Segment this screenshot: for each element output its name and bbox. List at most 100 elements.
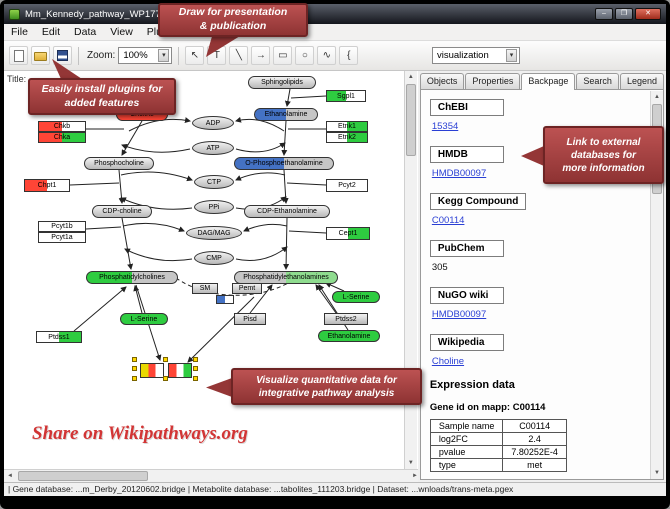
pathway-node-ethanolamine-top[interactable]: Ethanolamine <box>254 108 318 121</box>
pathway-node-pcyt1a[interactable]: Pcyt1a <box>38 232 86 243</box>
backpage-section-hmdb: HMDB HMDB00097 <box>429 144 641 179</box>
app-window: Mm_Kennedy_pathway_WP1771_45176.gpml – ❐… <box>4 4 666 496</box>
pathway-node-o-phosphoethanolamine[interactable]: O-Phosphoethanolamine <box>234 157 334 170</box>
backpage-section-nugo: NuGO wiki HMDB00097 <box>429 285 641 320</box>
rectangle-tool-button[interactable]: ▭ <box>273 46 293 65</box>
brace-tool-button[interactable]: { <box>339 46 359 65</box>
pathway-node-pcyt2[interactable]: Pcyt2 <box>326 179 368 192</box>
pathway-node-ppi[interactable]: PPi <box>194 200 234 214</box>
curve-tool-button[interactable]: ∿ <box>317 46 337 65</box>
chevron-down-icon[interactable]: ▾ <box>506 49 517 62</box>
new-pathway-button[interactable] <box>9 46 28 65</box>
maximize-button[interactable]: ❐ <box>615 8 633 20</box>
save-pathway-icon <box>57 50 68 61</box>
scroll-right-icon[interactable]: ► <box>412 473 418 479</box>
pathway-node-chpt1[interactable]: Chpt1 <box>24 179 70 192</box>
line-tool-button[interactable]: ╲ <box>229 46 249 65</box>
pathway-node-chkb[interactable]: Chkb <box>38 121 86 132</box>
close-button[interactable]: ✕ <box>635 8 661 20</box>
table-cell: 2.4 <box>502 432 567 446</box>
pathway-node-sphingolipids[interactable]: Sphingolipids <box>248 76 316 89</box>
pathway-node-atp[interactable]: ATP <box>192 141 234 155</box>
external-db-link[interactable]: Choline <box>431 356 465 367</box>
backpage-section-pubchem: PubChem 305 <box>429 238 641 273</box>
pathway-node-etnk2[interactable]: Etnk2 <box>326 132 368 143</box>
pathway-node-l-serine-left[interactable]: L-Serine <box>120 313 168 325</box>
selection-handle[interactable] <box>132 357 137 362</box>
scroll-up-icon[interactable]: ▲ <box>407 74 414 80</box>
external-db-link[interactable]: C00114 <box>431 215 465 226</box>
chevron-down-icon[interactable]: ▾ <box>158 49 170 62</box>
menu-data[interactable]: Data <box>74 26 97 38</box>
pathway-canvas[interactable]: SphingolipidsSgpl1CholineEthanolamineChk… <box>4 71 421 469</box>
external-db-link[interactable]: HMDB00097 <box>431 309 487 320</box>
selection-handle[interactable] <box>132 376 137 381</box>
pathway-node-pemt[interactable]: Pemt <box>232 283 262 294</box>
tab-legend[interactable]: Legend <box>619 73 664 89</box>
selection-handle[interactable] <box>193 357 198 362</box>
pathway-node-l-serine-right[interactable]: L-Serine <box>332 291 380 303</box>
pathway-node-selected-data-2[interactable] <box>168 363 192 378</box>
pathway-node-data-node-small[interactable] <box>216 295 234 304</box>
pathway-node-cmp[interactable]: CMP <box>194 251 234 265</box>
selection-handle[interactable] <box>193 376 198 381</box>
scroll-up-icon[interactable]: ▲ <box>654 94 660 100</box>
tab-search[interactable]: Search <box>576 73 619 89</box>
selection-handle[interactable] <box>193 366 198 371</box>
table-cell: type <box>429 458 504 472</box>
scroll-down-icon[interactable]: ▼ <box>654 470 660 476</box>
pathway-node-ptdss1[interactable]: Ptdss1 <box>36 331 82 343</box>
menu-view[interactable]: View <box>110 26 133 38</box>
toolbar-separator <box>78 46 79 65</box>
external-db-link[interactable]: HMDB00097 <box>431 168 487 179</box>
scrollbar-thumb[interactable] <box>18 471 148 481</box>
table-cell: C00114 <box>502 419 567 433</box>
save-pathway-button[interactable] <box>53 46 72 65</box>
table-cell: Sample name <box>429 419 504 433</box>
pathway-node-phosphocholine[interactable]: Phosphocholine <box>84 157 154 170</box>
open-pathway-button[interactable] <box>31 46 50 65</box>
backpage-section-chebi: ChEBI 15354 <box>429 97 641 132</box>
tab-backpage[interactable]: Backpage <box>521 73 576 90</box>
canvas-vertical-scrollbar[interactable]: ▲ ▼ <box>403 71 417 469</box>
minimize-button[interactable]: – <box>595 8 613 20</box>
pathway-node-ptdss2[interactable]: Ptdss2 <box>324 313 368 325</box>
scroll-left-icon[interactable]: ◄ <box>7 473 13 479</box>
pathway-node-chka[interactable]: Chka <box>38 132 86 143</box>
visualization-combobox[interactable]: visualization ▾ <box>432 47 520 64</box>
pathway-node-phosphatidylcholines[interactable]: Phosphatidylcholines <box>86 271 178 284</box>
canvas-horizontal-scrollbar[interactable]: ◄ ► <box>4 469 421 482</box>
scrollbar-thumb[interactable] <box>405 84 416 156</box>
selection-handle[interactable] <box>132 366 137 371</box>
pathway-node-pisd[interactable]: Pisd <box>234 313 266 325</box>
tab-properties[interactable]: Properties <box>465 73 521 89</box>
pathway-node-pcyt1b[interactable]: Pcyt1b <box>38 221 86 232</box>
pathway-node-phosphatidylethanolamines[interactable]: Phosphatidylethanolamines <box>234 271 338 284</box>
selection-handle[interactable] <box>163 376 168 381</box>
pathway-node-sm[interactable]: SM <box>192 283 218 294</box>
pathway-node-etnk1[interactable]: Etnk1 <box>326 121 368 132</box>
pathway-node-cdp-choline[interactable]: CDP-choline <box>92 205 152 218</box>
menu-file[interactable]: File <box>11 26 28 38</box>
database-header: PubChem <box>429 240 504 257</box>
title-bar: Mm_Kennedy_pathway_WP1771_45176.gpml – ❐… <box>4 4 666 24</box>
zoom-combobox[interactable]: 100% ▾ <box>118 47 173 64</box>
pathway-node-ctp[interactable]: CTP <box>194 175 234 189</box>
pathway-node-dag[interactable]: DAG/MAG <box>186 226 242 240</box>
tab-objects[interactable]: Objects <box>419 73 465 89</box>
menu-edit[interactable]: Edit <box>41 26 61 38</box>
pathway-node-sgpl1[interactable]: Sgpl1 <box>326 90 366 102</box>
ellipse-tool-button[interactable]: ○ <box>295 46 315 65</box>
share-banner-text: Share on Wikipathways.org <box>32 423 248 444</box>
pathway-node-cdp-ethanolamine[interactable]: CDP-Ethanolamine <box>244 205 330 218</box>
callout-visualize-data: Visualize quantitative data for integrat… <box>231 368 422 405</box>
selection-handle[interactable] <box>163 357 168 362</box>
pathway-node-selected-data-1[interactable] <box>140 363 164 378</box>
pathway-node-cept1[interactable]: Cept1 <box>326 227 370 240</box>
scroll-down-icon[interactable]: ▼ <box>407 460 414 466</box>
external-db-link[interactable]: 15354 <box>431 121 459 132</box>
arrow-tool-button[interactable]: → <box>251 46 271 65</box>
pathway-node-adp[interactable]: ADP <box>192 116 234 130</box>
pathway-node-ethanolamine-bottom[interactable]: Ethanolamine <box>318 330 380 342</box>
pointer-tool-button[interactable]: ↖ <box>185 46 205 65</box>
